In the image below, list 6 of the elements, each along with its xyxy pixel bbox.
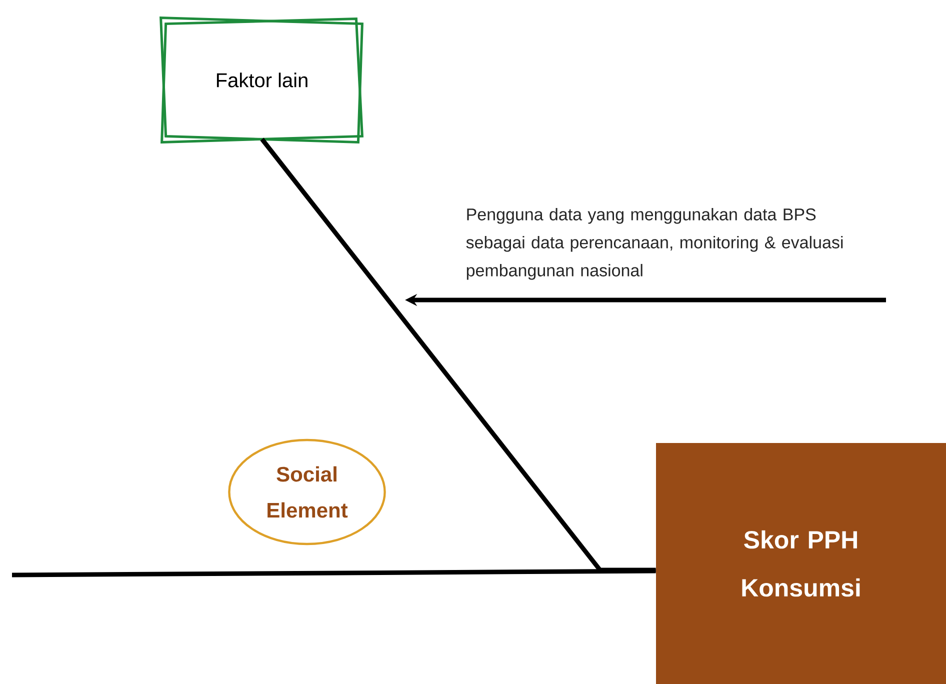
annotation-text: Pengguna data yang menggunakan data BPS sebagai data perencanaan, monitoring & evaluasi pembangunan nasional [466, 208, 843, 280]
spine-line [12, 568, 656, 578]
result-box: Skor PPH Konsumsi [656, 443, 946, 684]
circled-label: Social Element [228, 438, 386, 546]
bone-line [260, 138, 656, 572]
text-box: Faktor lain [160, 16, 364, 144]
